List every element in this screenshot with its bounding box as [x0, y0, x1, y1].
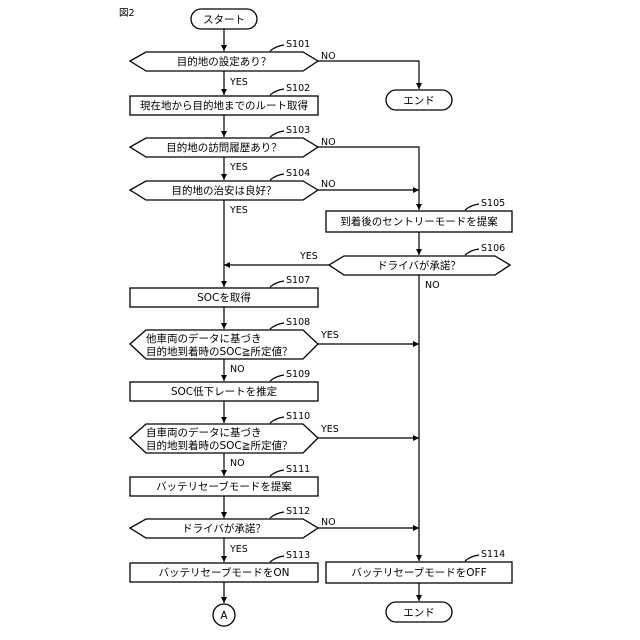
s106-leader [465, 249, 479, 255]
end-bottom-label: エンド [403, 607, 435, 619]
s113-leader [270, 556, 284, 562]
s107-leader [270, 281, 284, 287]
end-terminal-top: エンド [386, 90, 452, 110]
s112-yes-label: YES [229, 544, 248, 555]
s105-step: S105 [481, 198, 505, 209]
s109-step: S109 [286, 369, 310, 380]
start-terminal: スタート [191, 9, 257, 29]
s103-label: 目的地の訪問履歴あり？ [166, 141, 282, 154]
connector-a-label: A [220, 610, 228, 622]
decision-s104: 目的地の治安は良好？ [130, 181, 318, 200]
s108-label-line1: 他車両のデータに基づき [146, 332, 262, 345]
s102-label: 現在地から目的地までのルート取得 [140, 99, 308, 112]
s110-leader [270, 417, 284, 423]
decision-s101: 目的地の設定あり？ [130, 52, 318, 71]
s108-step: S108 [286, 317, 310, 328]
s111-step: S111 [286, 464, 310, 475]
s101-leader [270, 45, 284, 51]
s101-yes-label: YES [229, 77, 248, 88]
arrow-s101-no-end [318, 61, 419, 89]
s114-label: バッテリセーブモードをOFF [351, 566, 486, 579]
decision-s108: 他車両のデータに基づき 目的地到着時のSOC≧所定値？ [130, 330, 318, 359]
s112-label: ドライバが承諾？ [182, 522, 266, 535]
s104-label: 目的地の治安は良好？ [172, 184, 277, 197]
figure-label: 図2 [119, 8, 135, 19]
s105-label: 到着後のセントリーモードを提案 [340, 215, 498, 228]
s109-leader [270, 375, 284, 381]
s103-step: S103 [286, 125, 310, 136]
s112-leader [270, 512, 284, 518]
s110-step: S110 [286, 411, 310, 422]
s104-step: S104 [286, 168, 310, 179]
s111-label: バッテリセーブモードを提案 [156, 480, 292, 493]
end-top-label: エンド [403, 95, 435, 107]
s101-label: 目的地の設定あり？ [177, 55, 272, 68]
s110-no-label: NO [230, 458, 245, 469]
end-terminal-bottom: エンド [386, 602, 452, 622]
s106-step: S106 [481, 243, 505, 254]
s107-label: SOCを取得 [197, 292, 251, 304]
s107-step: S107 [286, 275, 310, 286]
s114-step: S114 [481, 549, 505, 560]
start-label: スタート [203, 14, 245, 26]
decision-s110: 自車両のデータに基づき 目的地到着時のSOC≧所定値？ [130, 424, 318, 453]
s110-label-line1: 自車両のデータに基づき [146, 426, 262, 439]
s106-yes-label: YES [299, 251, 318, 262]
s113-label: バッテリセーブモードをON [159, 566, 290, 579]
process-s113: バッテリセーブモードをON [130, 563, 318, 582]
s112-no-label: NO [321, 517, 336, 528]
s105-leader [465, 204, 479, 210]
s109-label: SOC低下レートを推定 [171, 385, 278, 398]
s102-leader [270, 89, 284, 95]
process-s114: バッテリセーブモードをOFF [326, 562, 512, 583]
decision-s106: ドライバが承諾？ [329, 256, 510, 275]
s101-no-label: NO [321, 51, 336, 62]
s112-step: S112 [286, 506, 310, 517]
s103-leader [270, 131, 284, 137]
s104-leader [270, 174, 284, 180]
connector-a: A [213, 604, 235, 626]
s106-label: ドライバが承諾？ [377, 259, 461, 272]
process-s109: SOC低下レートを推定 [130, 382, 318, 401]
s108-yes-label: YES [320, 330, 339, 341]
process-s102: 現在地から目的地までのルート取得 [130, 96, 318, 115]
s102-step: S102 [286, 83, 310, 94]
s113-step: S113 [286, 550, 310, 561]
s104-no-label: NO [321, 179, 336, 190]
s108-no-label: NO [230, 364, 245, 375]
s110-yes-label: YES [320, 424, 339, 435]
s108-leader [270, 323, 284, 329]
s104-yes-label: YES [229, 205, 248, 216]
decision-s112: ドライバが承諾？ [130, 519, 318, 538]
s108-label-line2: 目的地到着時のSOC≧所定値？ [146, 345, 293, 358]
s111-leader [270, 470, 284, 476]
s103-yes-label: YES [229, 162, 248, 173]
process-s111: バッテリセーブモードを提案 [130, 477, 318, 496]
s103-no-label: NO [321, 137, 336, 148]
s110-label-line2: 目的地到着時のSOC≧所定値？ [146, 439, 293, 452]
s101-step: S101 [286, 39, 310, 50]
s114-leader [465, 555, 479, 561]
process-s105: 到着後のセントリーモードを提案 [326, 211, 512, 232]
s106-no-label: NO [425, 280, 440, 291]
process-s107: SOCを取得 [130, 288, 318, 307]
decision-s103: 目的地の訪問履歴あり？ [130, 138, 318, 157]
